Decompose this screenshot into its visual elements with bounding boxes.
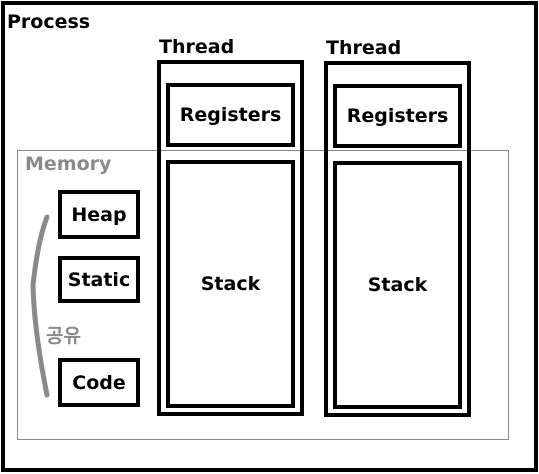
thread-2-label: Thread <box>326 37 402 59</box>
thread-2-registers-label: Registers <box>346 105 449 127</box>
shared-label: 공유 <box>46 325 81 347</box>
code-label: Code <box>72 371 126 394</box>
thread-2-registers: Registers <box>333 84 462 148</box>
shared-bracket-curve <box>30 214 50 398</box>
process-label: Process <box>7 11 91 33</box>
static-box: Static <box>58 256 140 303</box>
thread-1-box <box>157 60 304 416</box>
thread-1-stack: Stack <box>166 160 295 408</box>
code-box: Code <box>58 358 140 407</box>
thread-1-label: Thread <box>159 36 235 58</box>
heap-box: Heap <box>58 190 140 239</box>
heap-label: Heap <box>71 203 127 226</box>
thread-1-registers: Registers <box>166 83 295 147</box>
thread-2-stack: Stack <box>333 161 462 409</box>
thread-2-stack-label: Stack <box>367 274 428 296</box>
memory-region <box>17 150 509 440</box>
thread-2-box <box>324 61 471 417</box>
static-label: Static <box>67 268 131 291</box>
thread-1-registers-label: Registers <box>179 104 282 126</box>
memory-label: Memory <box>25 153 112 175</box>
thread-1-stack-label: Stack <box>200 273 261 295</box>
